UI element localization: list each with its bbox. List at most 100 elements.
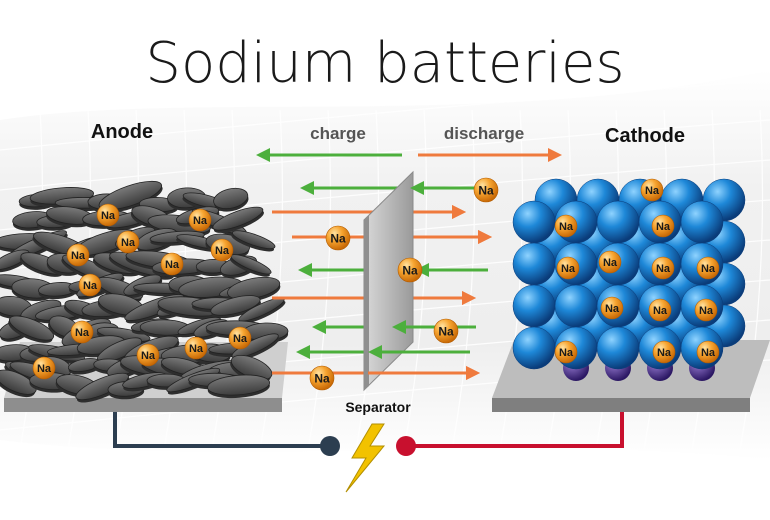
cathode-wire: [406, 412, 624, 448]
svg-text:Na: Na: [645, 185, 660, 197]
sodium-ion: Na: [96, 203, 120, 227]
cathode-atom: [554, 284, 598, 328]
sodium-ion: Na: [640, 178, 664, 202]
svg-text:Na: Na: [701, 263, 716, 275]
cathode-terminal: [396, 436, 416, 456]
sodium-ion: Na: [70, 320, 94, 344]
svg-text:Na: Na: [37, 363, 52, 375]
cathode-atom: [512, 284, 556, 328]
flow-arrow: [418, 148, 562, 162]
svg-text:Na: Na: [193, 215, 208, 227]
sodium-ion: Na: [184, 336, 208, 360]
svg-text:Na: Na: [603, 257, 618, 269]
carbon-flake: [0, 369, 37, 398]
charge-label: charge: [310, 124, 366, 143]
anode-label: Anode: [91, 121, 153, 143]
svg-text:Na: Na: [605, 303, 620, 315]
svg-text:Na: Na: [478, 183, 494, 197]
sodium-ion: Na: [598, 250, 622, 274]
sodium-ion: Na: [66, 243, 90, 267]
svg-text:Na: Na: [438, 324, 454, 338]
lightning-bolt-icon: [345, 423, 386, 493]
svg-text:Na: Na: [83, 280, 98, 292]
flow-arrow: [368, 366, 480, 380]
sodium-ion: Na: [696, 256, 720, 280]
carbon-flake: [67, 358, 102, 375]
carbon-flake: [231, 230, 276, 252]
svg-text:Na: Na: [314, 371, 330, 385]
sodium-ion: Na: [648, 298, 672, 322]
svg-text:Na: Na: [559, 221, 574, 233]
cathode-atom: [512, 326, 556, 370]
sodium-ion: Na: [554, 214, 578, 238]
svg-text:Na: Na: [701, 347, 716, 359]
sodium-ion: Na: [556, 256, 580, 280]
carbon-flake: [38, 282, 78, 300]
sodium-ion: Na: [188, 208, 212, 232]
sodium-ion: Na: [78, 273, 102, 297]
svg-text:Na: Na: [559, 347, 574, 359]
anode-terminal: [320, 436, 340, 456]
svg-text:Na: Na: [141, 350, 156, 362]
cathode-atom: [512, 242, 556, 286]
sodium-ion: Na: [651, 214, 675, 238]
carbon-flake: [210, 295, 261, 319]
svg-text:Na: Na: [653, 305, 668, 317]
carbon-flake: [75, 372, 130, 403]
sodium-ion: Na: [554, 340, 578, 364]
sodium-ion: Na: [473, 177, 499, 203]
cathode-atom: [596, 326, 640, 370]
cathode-atom: [596, 200, 640, 244]
external-circuit: [113, 412, 624, 493]
svg-text:Na: Na: [121, 237, 136, 249]
sodium-ion: Na: [652, 340, 676, 364]
svg-text:Na: Na: [71, 250, 86, 262]
sodium-ion: Na: [116, 230, 140, 254]
carbon-flake: [213, 187, 249, 212]
sodium-ion: Na: [651, 256, 675, 280]
carbon-flake: [231, 333, 280, 361]
sodium-ion: Na: [600, 296, 624, 320]
carbon-flake: [8, 315, 55, 343]
carbon-flake: [212, 206, 264, 233]
svg-text:Na: Na: [233, 333, 248, 345]
svg-text:Na: Na: [561, 263, 576, 275]
sodium-ion: Na: [136, 343, 160, 367]
svg-text:Na: Na: [402, 263, 418, 277]
sodium-ion: Na: [309, 365, 335, 391]
flow-arrow: [410, 181, 476, 195]
svg-text:Na: Na: [656, 221, 671, 233]
separator-label: Separator: [345, 399, 411, 415]
carbon-flake: [98, 180, 163, 213]
sodium-ion: Na: [228, 326, 252, 350]
flow-arrow: [368, 345, 470, 359]
cathode-label: Cathode: [605, 125, 685, 147]
sodium-ion: Na: [433, 318, 459, 344]
svg-text:Na: Na: [165, 259, 180, 271]
sodium-ion: Na: [325, 225, 351, 251]
separator-membrane: [363, 170, 414, 392]
flow-arrow: [415, 230, 492, 244]
cathode-atom: [680, 200, 724, 244]
anode-wire: [113, 412, 330, 448]
sodium-ion: Na: [397, 257, 423, 283]
sodium-ion: Na: [160, 252, 184, 276]
sodium-ion: Na: [210, 238, 234, 262]
carbon-flake: [97, 293, 144, 318]
carbon-flake: [207, 374, 270, 399]
svg-text:Na: Na: [656, 263, 671, 275]
carbon-flake: [139, 319, 191, 339]
svg-text:Na: Na: [699, 305, 714, 317]
svg-text:Na: Na: [330, 231, 346, 245]
svg-text:Na: Na: [657, 347, 672, 359]
discharge-label: discharge: [444, 124, 524, 143]
svg-text:Na: Na: [75, 327, 90, 339]
carbon-flake: [238, 297, 286, 324]
cathode-atom: [512, 200, 556, 244]
flow-arrow: [415, 205, 466, 219]
svg-text:Na: Na: [101, 210, 116, 222]
